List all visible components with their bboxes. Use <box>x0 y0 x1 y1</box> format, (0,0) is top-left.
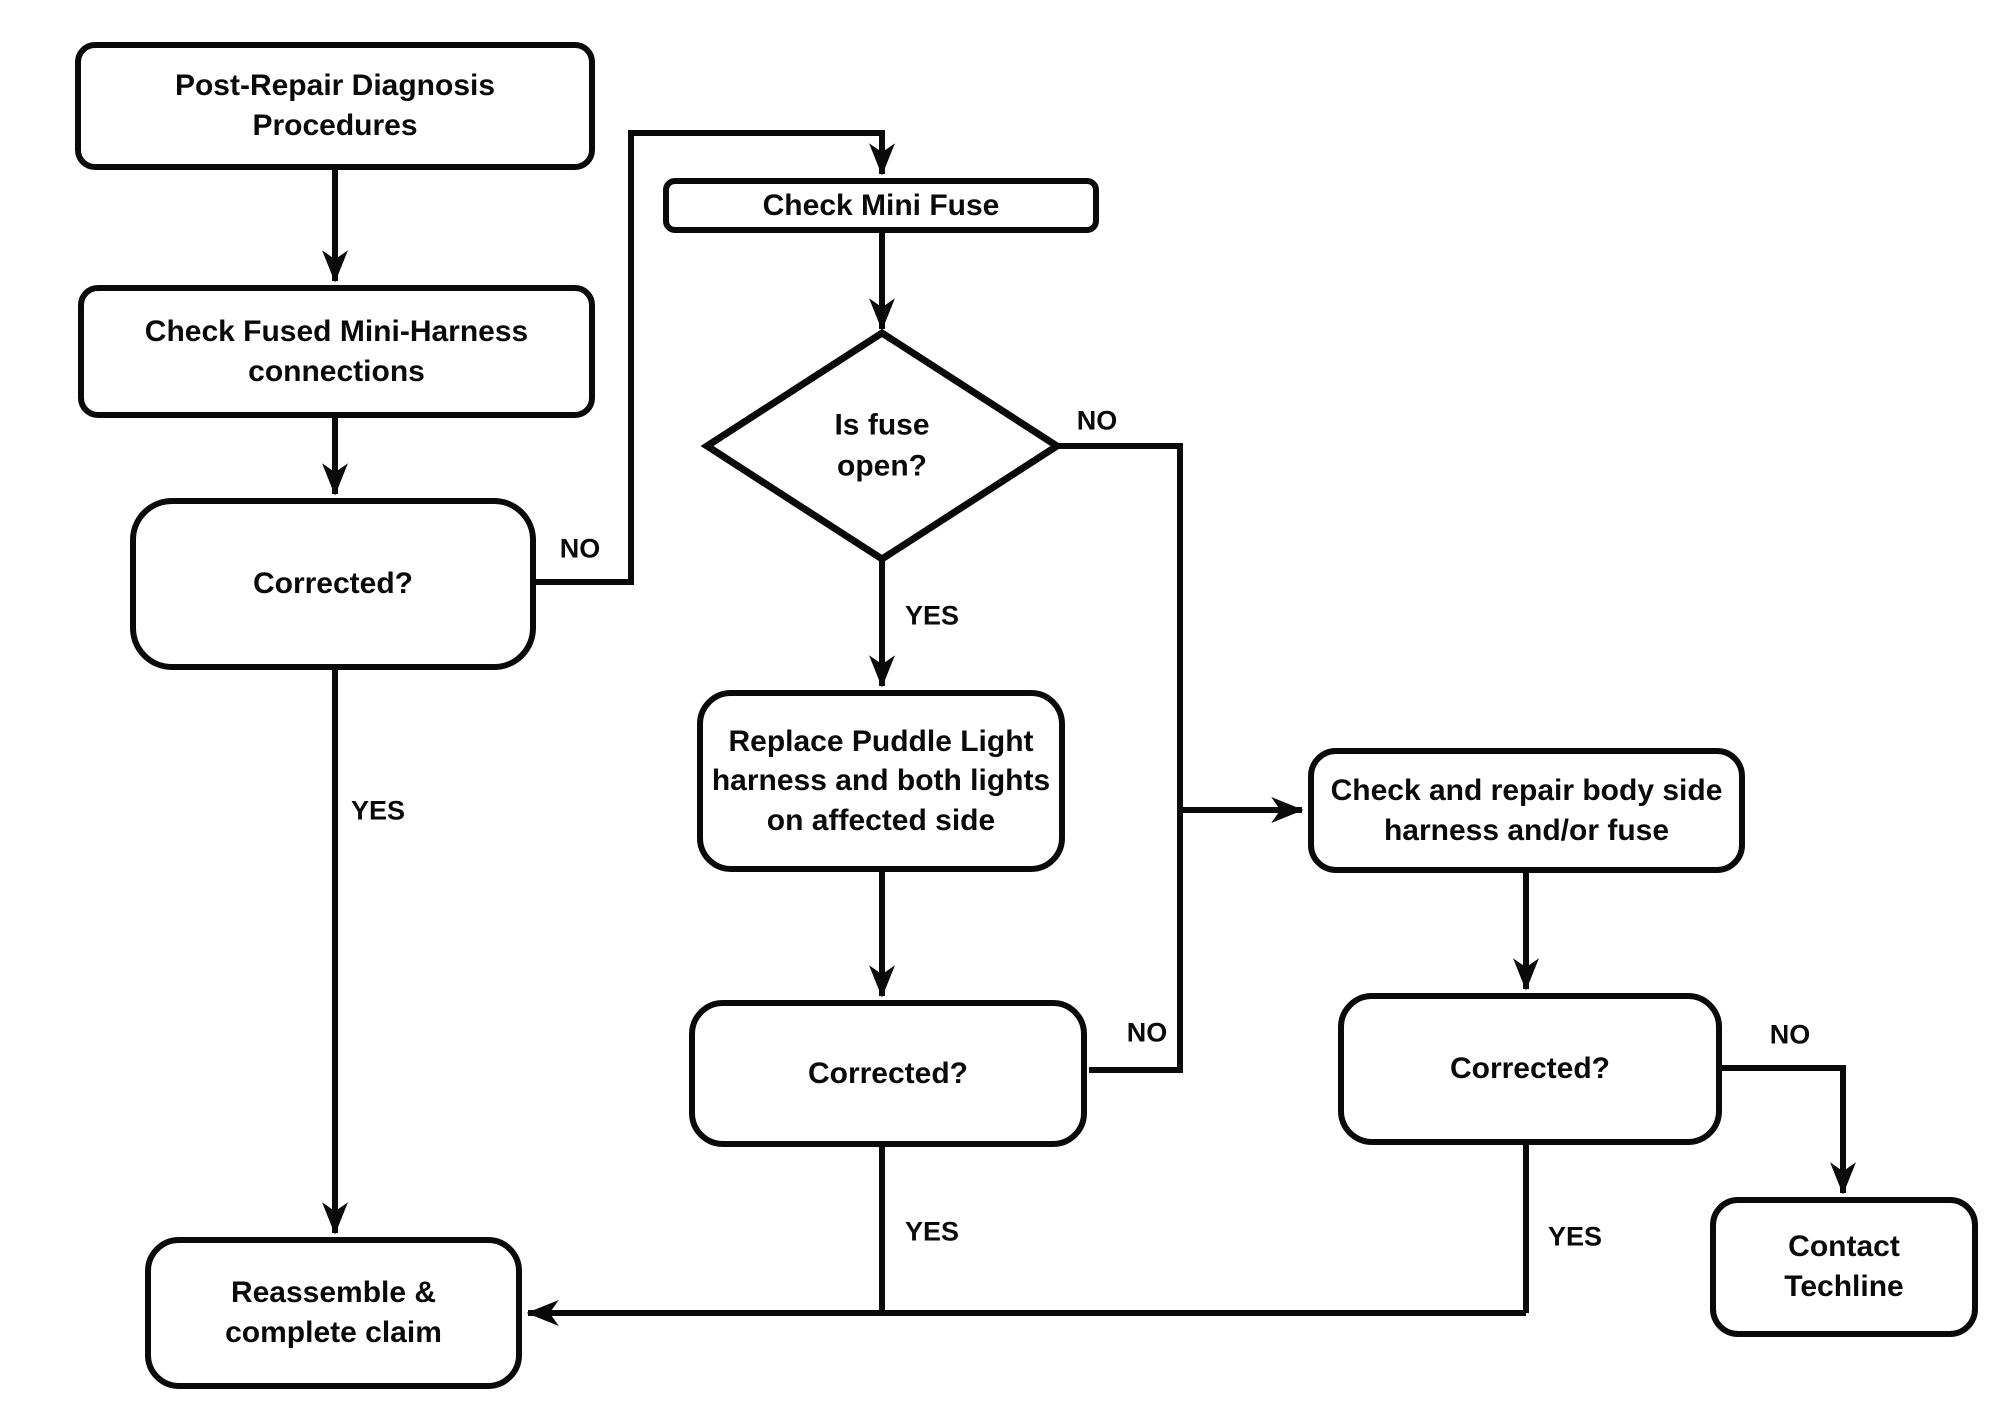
edge-label-corrected-left-no: NO <box>559 533 601 564</box>
edge-corrected-left-no-loop <box>536 130 895 585</box>
decision-is-fuse-open-shape <box>700 328 1064 564</box>
node-replace-puddle-light: Replace Puddle Light harness and both li… <box>697 690 1065 872</box>
node-check-mini-fuse: Check Mini Fuse <box>663 178 1099 233</box>
node-corrected-right: Corrected? <box>1338 993 1722 1145</box>
edge-corrected-right-no <box>1722 1065 1856 1195</box>
edge-label-fuse-open-no: NO <box>1076 405 1118 436</box>
node-post-repair-diagnosis: Post-Repair Diagnosis Procedures <box>75 42 595 170</box>
edge-fuseopen-no-merge <box>1057 443 1183 1073</box>
edge-label-corrected-middle-no: NO <box>1126 1017 1168 1048</box>
edge-label-corrected-right-no: NO <box>1769 1019 1811 1050</box>
node-reassemble-complete-claim: Reassemble & complete claim <box>145 1237 522 1389</box>
node-check-repair-body-side: Check and repair body side harness and/o… <box>1308 748 1745 873</box>
node-check-fused-mini-harness: Check Fused Mini-Harness connections <box>78 285 595 418</box>
edge-label-corrected-left-yes: YES <box>350 795 406 826</box>
node-corrected-left: Corrected? <box>130 498 536 670</box>
node-corrected-middle: Corrected? <box>689 1000 1087 1147</box>
node-is-fuse-open-label: Is fuse open? <box>834 408 930 483</box>
edge-label-fuse-open-yes: YES <box>904 600 960 631</box>
node-contact-techline: Contact Techline <box>1710 1197 1978 1337</box>
edge-label-corrected-right-yes: YES <box>1547 1221 1603 1252</box>
edge-label-corrected-middle-yes: YES <box>904 1216 960 1247</box>
